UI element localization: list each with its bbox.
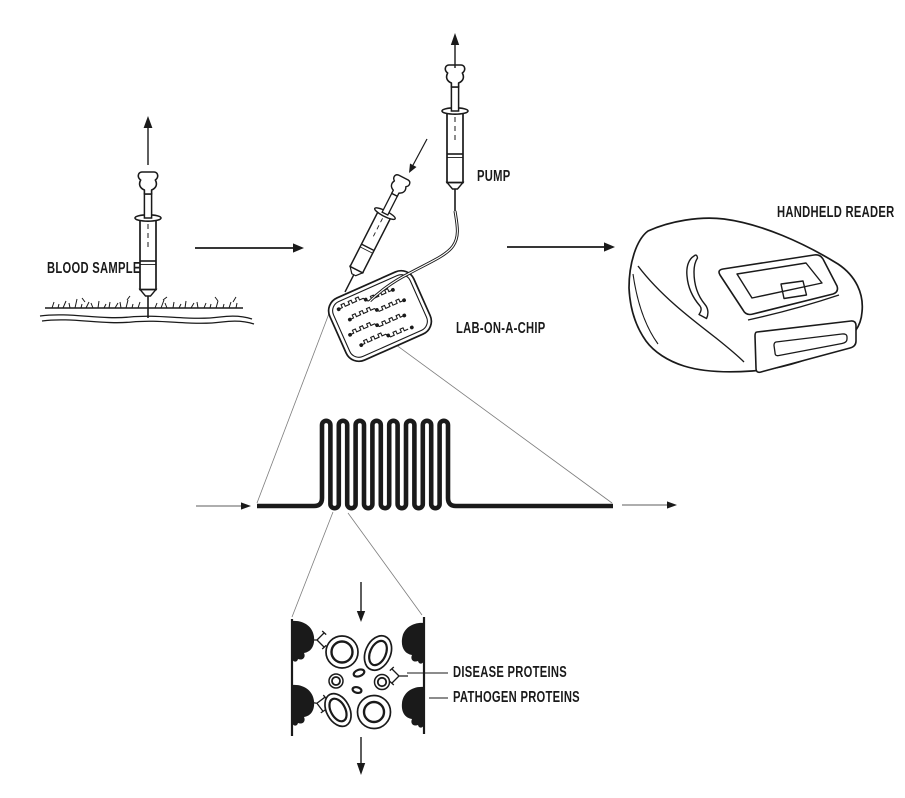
magnifier-lines-channel bbox=[291, 511, 423, 618]
blood-cells bbox=[324, 634, 393, 730]
flow-in-arrow-icon bbox=[196, 502, 251, 510]
lab-on-a-chip-illustration bbox=[327, 33, 469, 363]
capture-chamber-illustration bbox=[290, 582, 448, 775]
pathogen-proteins-label: PATHOGEN PROTEINS bbox=[453, 689, 580, 706]
reader-cartridge-slot bbox=[773, 333, 848, 357]
magnifier-lines-chip bbox=[256, 302, 613, 504]
disease-proteins-label: DISEASE PROTEINS bbox=[453, 664, 568, 681]
inject-arrow-icon bbox=[409, 138, 428, 173]
reader-display-bezel bbox=[718, 254, 839, 316]
arrow-chip-to-reader-icon bbox=[507, 242, 615, 252]
reader-top-edge bbox=[637, 265, 745, 363]
chip-trace-pads bbox=[336, 287, 414, 348]
handheld-reader-label: HANDHELD READER bbox=[777, 204, 895, 221]
chamber-flow-out-arrow-icon bbox=[356, 737, 366, 775]
pump-tube bbox=[368, 210, 459, 303]
blood-syringe bbox=[134, 171, 162, 319]
serpentine-channel bbox=[257, 418, 613, 511]
skin-surface bbox=[39, 295, 255, 325]
annotation-leader-lines bbox=[407, 672, 448, 699]
lab-on-a-chip-label: LAB-ON-A-CHIP bbox=[456, 320, 546, 337]
withdraw-arrow-icon bbox=[143, 116, 153, 165]
serpentine-channel-illustration bbox=[196, 418, 677, 511]
protein-particles bbox=[351, 668, 366, 695]
pump-syringe bbox=[441, 64, 469, 212]
microfluidic-chip bbox=[327, 269, 433, 363]
arrow-sample-to-chip-icon bbox=[195, 243, 304, 253]
pump-up-arrow-icon bbox=[450, 33, 460, 68]
reader-display-screen bbox=[736, 262, 823, 299]
reader-side-edge bbox=[632, 273, 659, 345]
reader-slot-panel bbox=[754, 320, 857, 374]
pump-label: PUMP bbox=[477, 168, 511, 185]
reader-latch bbox=[686, 254, 709, 320]
handheld-reader-illustration bbox=[628, 217, 864, 374]
reader-button bbox=[780, 280, 808, 300]
chamber-flow-in-arrow-icon bbox=[356, 582, 366, 622]
blood-sample-label: BLOOD SAMPLE bbox=[47, 260, 141, 277]
blood-sample-illustration bbox=[39, 116, 255, 325]
flow-out-arrow-icon bbox=[622, 501, 677, 509]
reader-panel-edge bbox=[747, 294, 840, 321]
